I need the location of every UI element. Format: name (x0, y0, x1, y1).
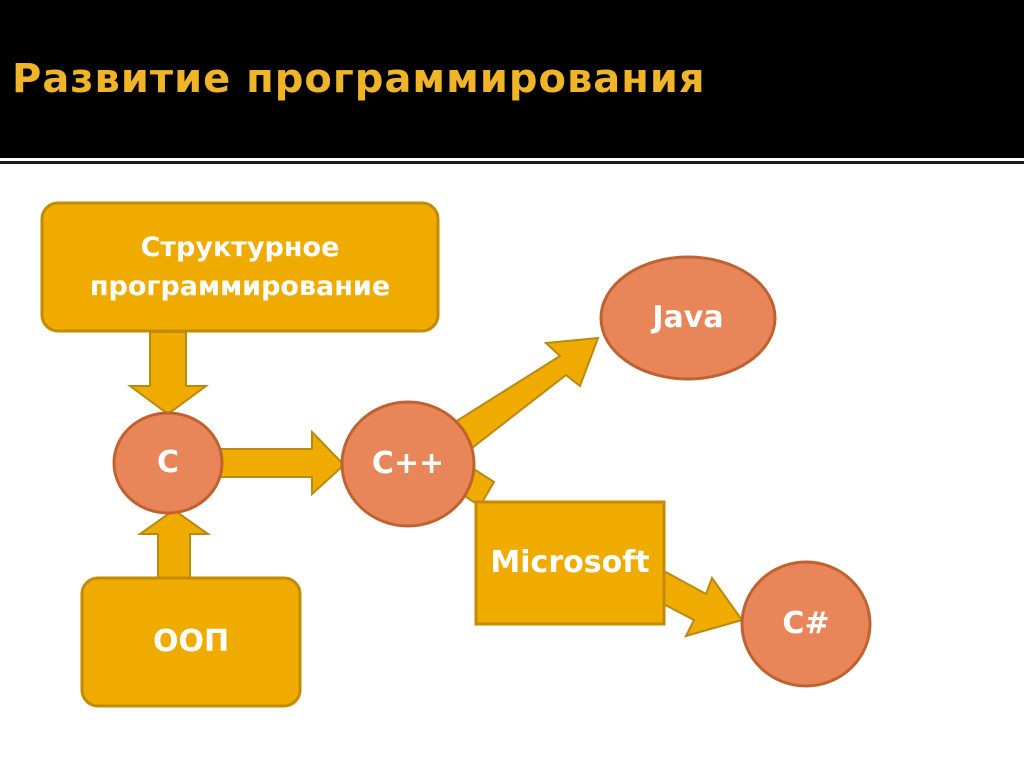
node-structured-programming-label: Структурное программирование (42, 203, 438, 331)
node-c-label: C (156, 445, 180, 481)
node-structured-line2: программирование (89, 271, 391, 302)
node-structured-line1: Структурное (140, 231, 340, 263)
arrow-c-to-cpp (217, 429, 346, 497)
node-microsoft-label: Microsoft (490, 545, 650, 581)
slide-title: Развитие программирования (12, 56, 706, 102)
node-csharp (740, 560, 872, 688)
node-structured-programming (40, 201, 440, 333)
arrow-cpp-to-java (453, 336, 600, 450)
title-bar (0, 0, 1024, 158)
node-java (599, 255, 777, 381)
node-cpp (340, 400, 476, 528)
node-oop (80, 576, 302, 708)
node-cpp-label: C++ (371, 446, 445, 482)
node-csharp-label: C# (782, 606, 830, 642)
node-oop-label: ООП (152, 624, 230, 660)
node-java-label: Java (652, 300, 724, 336)
node-microsoft (474, 500, 666, 626)
arrow-structured-to-c (126, 331, 210, 416)
arrow-oop-to-c (136, 508, 212, 579)
title-divider (0, 161, 1024, 164)
node-c (112, 411, 224, 515)
